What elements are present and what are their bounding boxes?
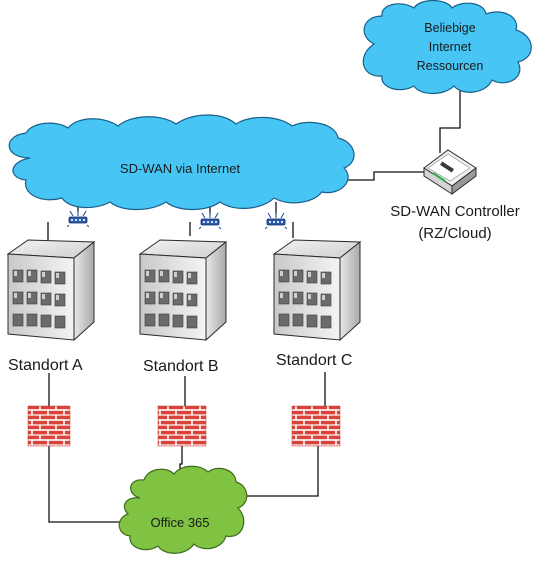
site-c-label: Standort C bbox=[276, 352, 353, 369]
internet-resources-label: Beliebige Internet Ressourcen bbox=[390, 19, 510, 76]
router-icon bbox=[199, 211, 221, 229]
controller-icon bbox=[423, 149, 477, 195]
controller-label-line2: (RZ/Cloud) bbox=[418, 225, 492, 242]
internet-label-line2: Internet bbox=[428, 40, 472, 54]
building-icon bbox=[7, 239, 95, 341]
office365-cloud-icon bbox=[118, 465, 248, 554]
internet-cloud-icon bbox=[362, 0, 532, 95]
router-icon bbox=[67, 209, 89, 227]
building-icon bbox=[139, 239, 227, 341]
site-b-label: Standort B bbox=[143, 358, 219, 375]
firewall-icon bbox=[27, 405, 71, 447]
building-icon bbox=[273, 239, 361, 341]
internet-label-line3: Ressourcen bbox=[416, 59, 484, 73]
site-a-label: Standort A bbox=[8, 357, 83, 374]
controller-label: SD-WAN Controller (RZ/Cloud) bbox=[372, 201, 538, 245]
firewall-icon bbox=[157, 405, 207, 447]
office365-label: Office 365 bbox=[150, 515, 210, 530]
sdwan-cloud-label: SD-WAN via Internet bbox=[119, 161, 241, 176]
firewall-icon bbox=[291, 405, 341, 447]
sdwan-cloud-icon bbox=[8, 114, 355, 211]
internet-label-line1: Beliebige bbox=[424, 21, 476, 35]
router-icon bbox=[265, 211, 287, 229]
controller-label-line1: SD-WAN Controller bbox=[390, 203, 520, 220]
